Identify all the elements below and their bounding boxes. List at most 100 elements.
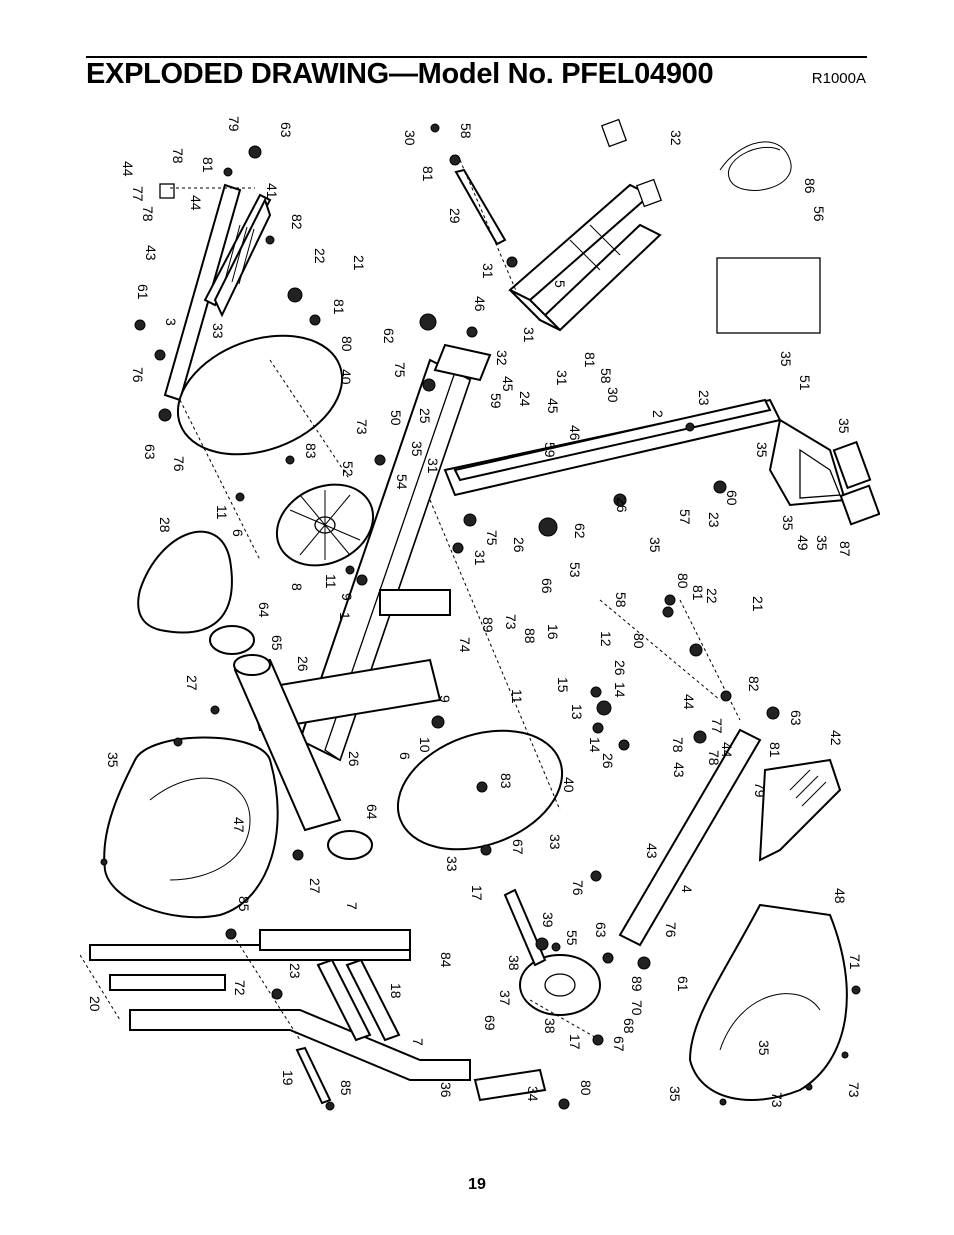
callout-44: 44: [120, 161, 136, 177]
callout-39: 39: [540, 912, 556, 928]
callout-67: 67: [611, 1036, 627, 1052]
callout-7: 7: [344, 902, 360, 910]
callout-59: 59: [488, 393, 504, 409]
callout-23: 23: [287, 963, 303, 979]
assembly-lines: [80, 159, 741, 1041]
callout-22: 22: [312, 248, 328, 264]
callout-51: 51: [797, 375, 813, 391]
callout-61: 61: [135, 284, 151, 300]
callout-67: 67: [510, 839, 526, 855]
callout-9: 9: [437, 695, 453, 703]
callout-85: 85: [236, 896, 252, 912]
callout-23: 23: [706, 512, 722, 528]
callout-4: 4: [679, 885, 695, 893]
callout-81: 81: [767, 742, 783, 758]
callout-49: 49: [795, 535, 811, 551]
callout-44: 44: [719, 742, 735, 758]
callout-63: 63: [788, 710, 804, 726]
callout-83: 83: [303, 443, 319, 459]
callout-27: 27: [307, 878, 323, 894]
callout-6: 6: [397, 752, 413, 760]
callout-38: 38: [506, 955, 522, 971]
callout-10: 10: [417, 737, 433, 753]
callout-72: 72: [232, 980, 248, 996]
callout-45: 45: [500, 376, 516, 392]
callout-31: 31: [554, 370, 570, 386]
callout-64: 64: [256, 602, 272, 618]
callout-80: 80: [631, 633, 647, 649]
page-title: EXPLODED DRAWING—Model No. PFEL04900: [86, 58, 714, 90]
drawing-code: R1000A: [811, 70, 866, 87]
callout-40: 40: [338, 369, 354, 385]
callout-52: 52: [340, 461, 356, 477]
callout-76: 76: [663, 922, 679, 938]
flywheel: [275, 483, 375, 567]
callout-20: 20: [87, 996, 103, 1012]
right-pedal-arm: [618, 728, 842, 947]
callout-45: 45: [545, 398, 561, 414]
right-shroud: [688, 903, 848, 1101]
callout-43: 43: [143, 245, 159, 261]
callout-9: 9: [339, 593, 355, 601]
callout-31: 31: [472, 550, 488, 566]
seat-rail: [508, 118, 663, 332]
wire-harness: [719, 141, 792, 191]
callout-26: 26: [612, 660, 628, 676]
callout-62: 62: [572, 523, 588, 539]
callout-76: 76: [570, 880, 586, 896]
callout-63: 63: [593, 922, 609, 938]
callout-44: 44: [681, 694, 697, 710]
callout-74: 74: [457, 637, 473, 653]
callout-25: 25: [417, 408, 433, 424]
callout-26: 26: [295, 656, 311, 672]
callout-75: 75: [484, 530, 500, 546]
callout-27: 27: [184, 675, 200, 691]
crank-pulley: [473, 888, 601, 1102]
callout-19: 19: [280, 1070, 296, 1086]
callout-18: 18: [388, 983, 404, 999]
callout-5: 5: [552, 280, 568, 288]
callout-35: 35: [409, 441, 425, 457]
callout-81: 81: [690, 585, 706, 601]
callout-21: 21: [351, 255, 367, 271]
callout-73: 73: [769, 1092, 785, 1108]
callout-83: 83: [498, 773, 514, 789]
callout-78: 78: [170, 148, 186, 164]
callout-58: 58: [458, 123, 474, 139]
hardware: [100, 123, 861, 1111]
parts-kit: [716, 257, 821, 334]
left-disc-cover: [176, 334, 344, 456]
callout-64: 64: [364, 804, 380, 820]
callout-32: 32: [668, 130, 684, 146]
callout-73: 73: [354, 419, 370, 435]
callout-78: 78: [670, 737, 686, 753]
callout-81: 81: [420, 166, 436, 182]
callout-31: 31: [480, 263, 496, 279]
exploded-drawing: 79 63 78 81 44 77 78 44 41 43 82 22 21 6…: [80, 116, 880, 1111]
callout-71: 71: [847, 954, 863, 970]
callout-33: 33: [210, 323, 226, 339]
left-shroud: [103, 736, 279, 919]
callout-12: 12: [598, 631, 614, 647]
callout-46: 46: [567, 425, 583, 441]
callout-54: 54: [394, 474, 410, 490]
callout-89: 89: [629, 976, 645, 992]
callout-62: 62: [381, 328, 397, 344]
callout-56: 56: [811, 206, 827, 222]
main-frame: [248, 343, 782, 762]
callout-14: 14: [587, 737, 603, 753]
callout-35: 35: [756, 1040, 772, 1056]
callout-53: 53: [567, 562, 583, 578]
callout-81: 81: [200, 157, 216, 173]
callout-7: 7: [410, 1038, 426, 1046]
callout-37: 37: [497, 990, 513, 1006]
callout-59: 59: [542, 442, 558, 458]
console: [453, 398, 880, 526]
callout-30: 30: [402, 130, 418, 146]
callout-36: 36: [438, 1082, 454, 1098]
callout-14: 14: [612, 682, 628, 698]
callout-6: 6: [230, 529, 246, 537]
callout-2: 2: [650, 410, 666, 418]
callout-69: 69: [482, 1015, 498, 1031]
callout-3: 3: [163, 318, 179, 326]
